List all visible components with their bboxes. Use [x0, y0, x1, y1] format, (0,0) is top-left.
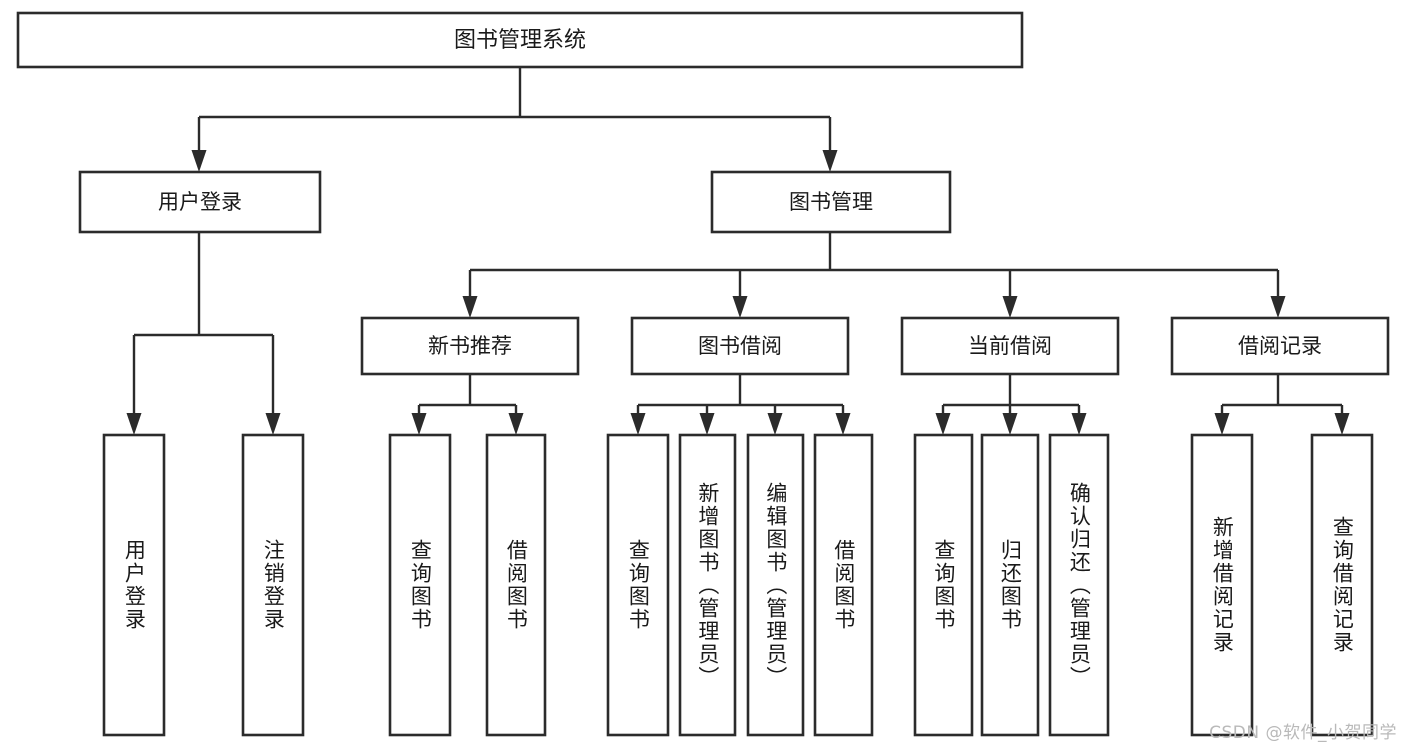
- connector-group: [630, 374, 851, 435]
- arrow-head-icon: [508, 413, 524, 435]
- node-box-leaf-logout[interactable]: [241, 433, 305, 737]
- node-box-current-borrow[interactable]: [900, 316, 1120, 376]
- node-label-book-manage: 图书管理: [789, 190, 873, 214]
- connector-group: [191, 67, 838, 172]
- arrow-head-icon: [1002, 413, 1018, 435]
- node-box-borrow-record[interactable]: [1170, 316, 1390, 376]
- arrow-head-icon: [630, 413, 646, 435]
- connector-group: [935, 374, 1087, 435]
- arrow-head-icon: [767, 413, 783, 435]
- connector-group: [1214, 374, 1350, 435]
- arrow-head-icon: [822, 150, 838, 172]
- node-box-leaf-query-book-3[interactable]: [913, 433, 974, 737]
- node-label-root: 图书管理系统: [454, 28, 586, 53]
- node-box-leaf-query-record[interactable]: [1310, 433, 1374, 737]
- node-box-leaf-return-book[interactable]: [980, 433, 1040, 737]
- node-box-user-login[interactable]: [78, 170, 322, 234]
- arrow-head-icon: [265, 413, 281, 435]
- node-box-leaf-borrow-book-2[interactable]: [813, 433, 874, 737]
- node-box-leaf-confirm-return[interactable]: [1048, 433, 1110, 737]
- node-box-root[interactable]: [16, 11, 1024, 69]
- node-box-leaf-add-record[interactable]: [1190, 433, 1254, 737]
- connector-group: [411, 374, 524, 435]
- arrow-head-icon: [1270, 296, 1286, 318]
- node-label-current-borrow: 当前借阅: [968, 334, 1052, 358]
- node-label-book-borrow: 图书借阅: [698, 334, 782, 358]
- watermark-text: CSDN @软件_小贺同学: [1209, 723, 1397, 743]
- node-label-new-book-rec: 新书推荐: [428, 334, 512, 358]
- node-box-leaf-add-book[interactable]: [678, 433, 737, 737]
- arrow-head-icon: [699, 413, 715, 435]
- arrow-head-icon: [462, 296, 478, 318]
- node-box-new-book-rec[interactable]: [360, 316, 580, 376]
- node-label-borrow-record: 借阅记录: [1238, 334, 1322, 358]
- node-box-leaf-query-book-2[interactable]: [606, 433, 670, 737]
- arrow-head-icon: [1334, 413, 1350, 435]
- connector-group: [462, 232, 1286, 318]
- arrow-head-icon: [835, 413, 851, 435]
- node-box-leaf-borrow-book-1[interactable]: [485, 433, 547, 737]
- arrow-head-icon: [1214, 413, 1230, 435]
- arrow-head-icon: [126, 413, 142, 435]
- node-box-leaf-edit-book[interactable]: [746, 433, 805, 737]
- connector-group: [126, 232, 281, 435]
- node-box-book-borrow[interactable]: [630, 316, 850, 376]
- arrow-head-icon: [191, 150, 207, 172]
- node-label-user-login: 用户登录: [158, 190, 242, 214]
- node-box-layer: [16, 11, 1390, 737]
- arrow-head-icon: [1071, 413, 1087, 435]
- arrow-head-icon: [411, 413, 427, 435]
- connector-layer: [126, 67, 1350, 435]
- arrow-head-icon: [935, 413, 951, 435]
- arrow-head-icon: [732, 296, 748, 318]
- node-box-book-manage[interactable]: [710, 170, 952, 234]
- node-box-leaf-query-book-1[interactable]: [388, 433, 452, 737]
- node-box-leaf-user-login[interactable]: [102, 433, 166, 737]
- arrow-head-icon: [1002, 296, 1018, 318]
